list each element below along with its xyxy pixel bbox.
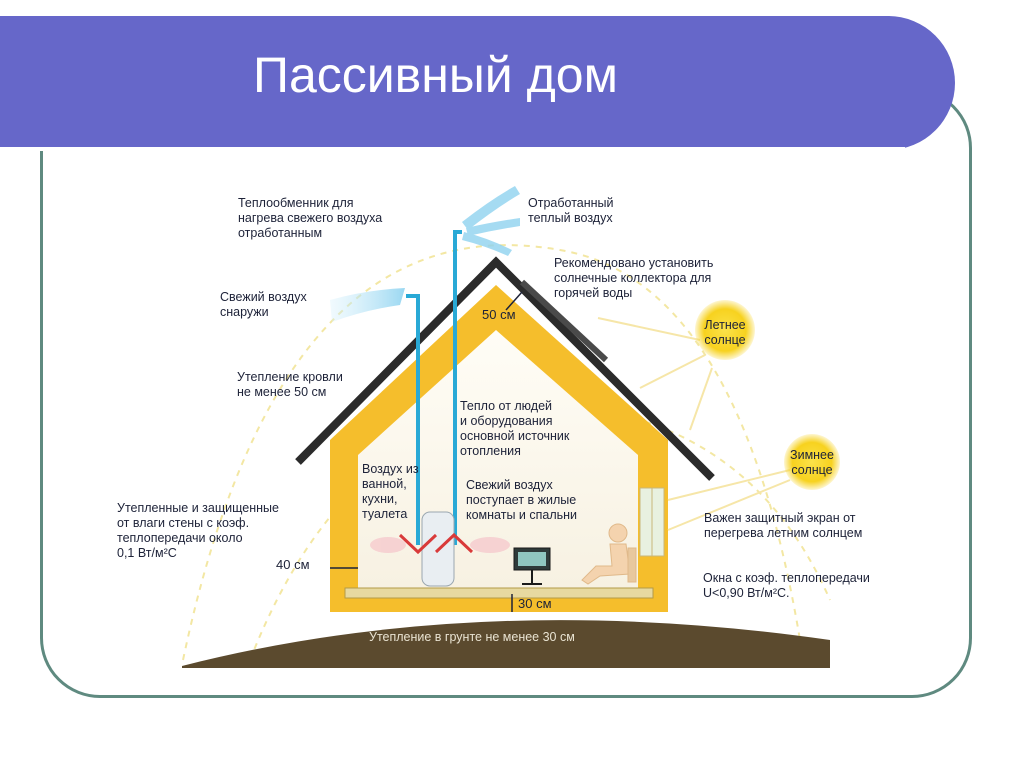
fresh-air-outside-label: Свежий воздух снаружи [220,290,307,319]
walls-insulated-label: Утепленные и защищенные от влаги стены с… [117,501,279,560]
airflow-arrows [398,532,474,555]
solar-collector [519,279,609,363]
air-from-rooms-label: Воздух из ванной, кухни, туалета [362,462,419,521]
roof-thickness-label: 50 см [482,307,516,322]
windows-label: Окна с коэф. теплопередачи U<0,90 Вт/м²С… [703,571,870,600]
floor-slab [344,587,654,599]
exhaust-air-spray [462,186,520,256]
summer-sun-icon [695,300,755,360]
heat-exchanger-label: Теплообменник для нагрева свежего воздух… [238,196,383,240]
summer-sun-rays [597,317,713,431]
title-band [0,16,955,151]
exhaust-air-pipe [453,230,462,545]
person-icon [581,523,637,585]
warm-air-haze [370,537,510,553]
roof [295,256,715,481]
winter-sun-icon [784,434,840,490]
title-rule [0,147,905,151]
exhaust-air-label: Отработанный теплый воздух [528,196,614,225]
wall-thickness-label: 40 см [276,557,310,572]
ground [182,620,830,668]
ground-insulation-label: Утепление в грунте не менее 30 см [369,630,575,644]
slide-title: Пассивный дом [253,47,618,103]
roof-thickness-marker [505,291,523,311]
fresh-air-stream [330,288,405,322]
sun-path-arc-summer [182,244,801,661]
heat-from-people-label: Тепло от людей и оборудования основной и… [460,399,570,458]
roof-insulation-label: Утепление кровли не менее 50 см [237,370,343,399]
shade-screen-label: Важен защитный экран от перегрева летним… [704,511,863,540]
summer-sun-label: Летнее солнце [704,318,746,347]
floor-thickness-label: 30 см [518,596,552,611]
fresh-air-pipe [406,294,420,545]
fresh-air-in-label: Свежий воздух поступает в жилые комнаты … [466,478,578,522]
solar-collector-label: Рекомендовано установить солнечные колле… [554,256,714,300]
winter-sun-label: Зимнее солнце [790,448,834,477]
winter-sun-rays [667,469,791,531]
